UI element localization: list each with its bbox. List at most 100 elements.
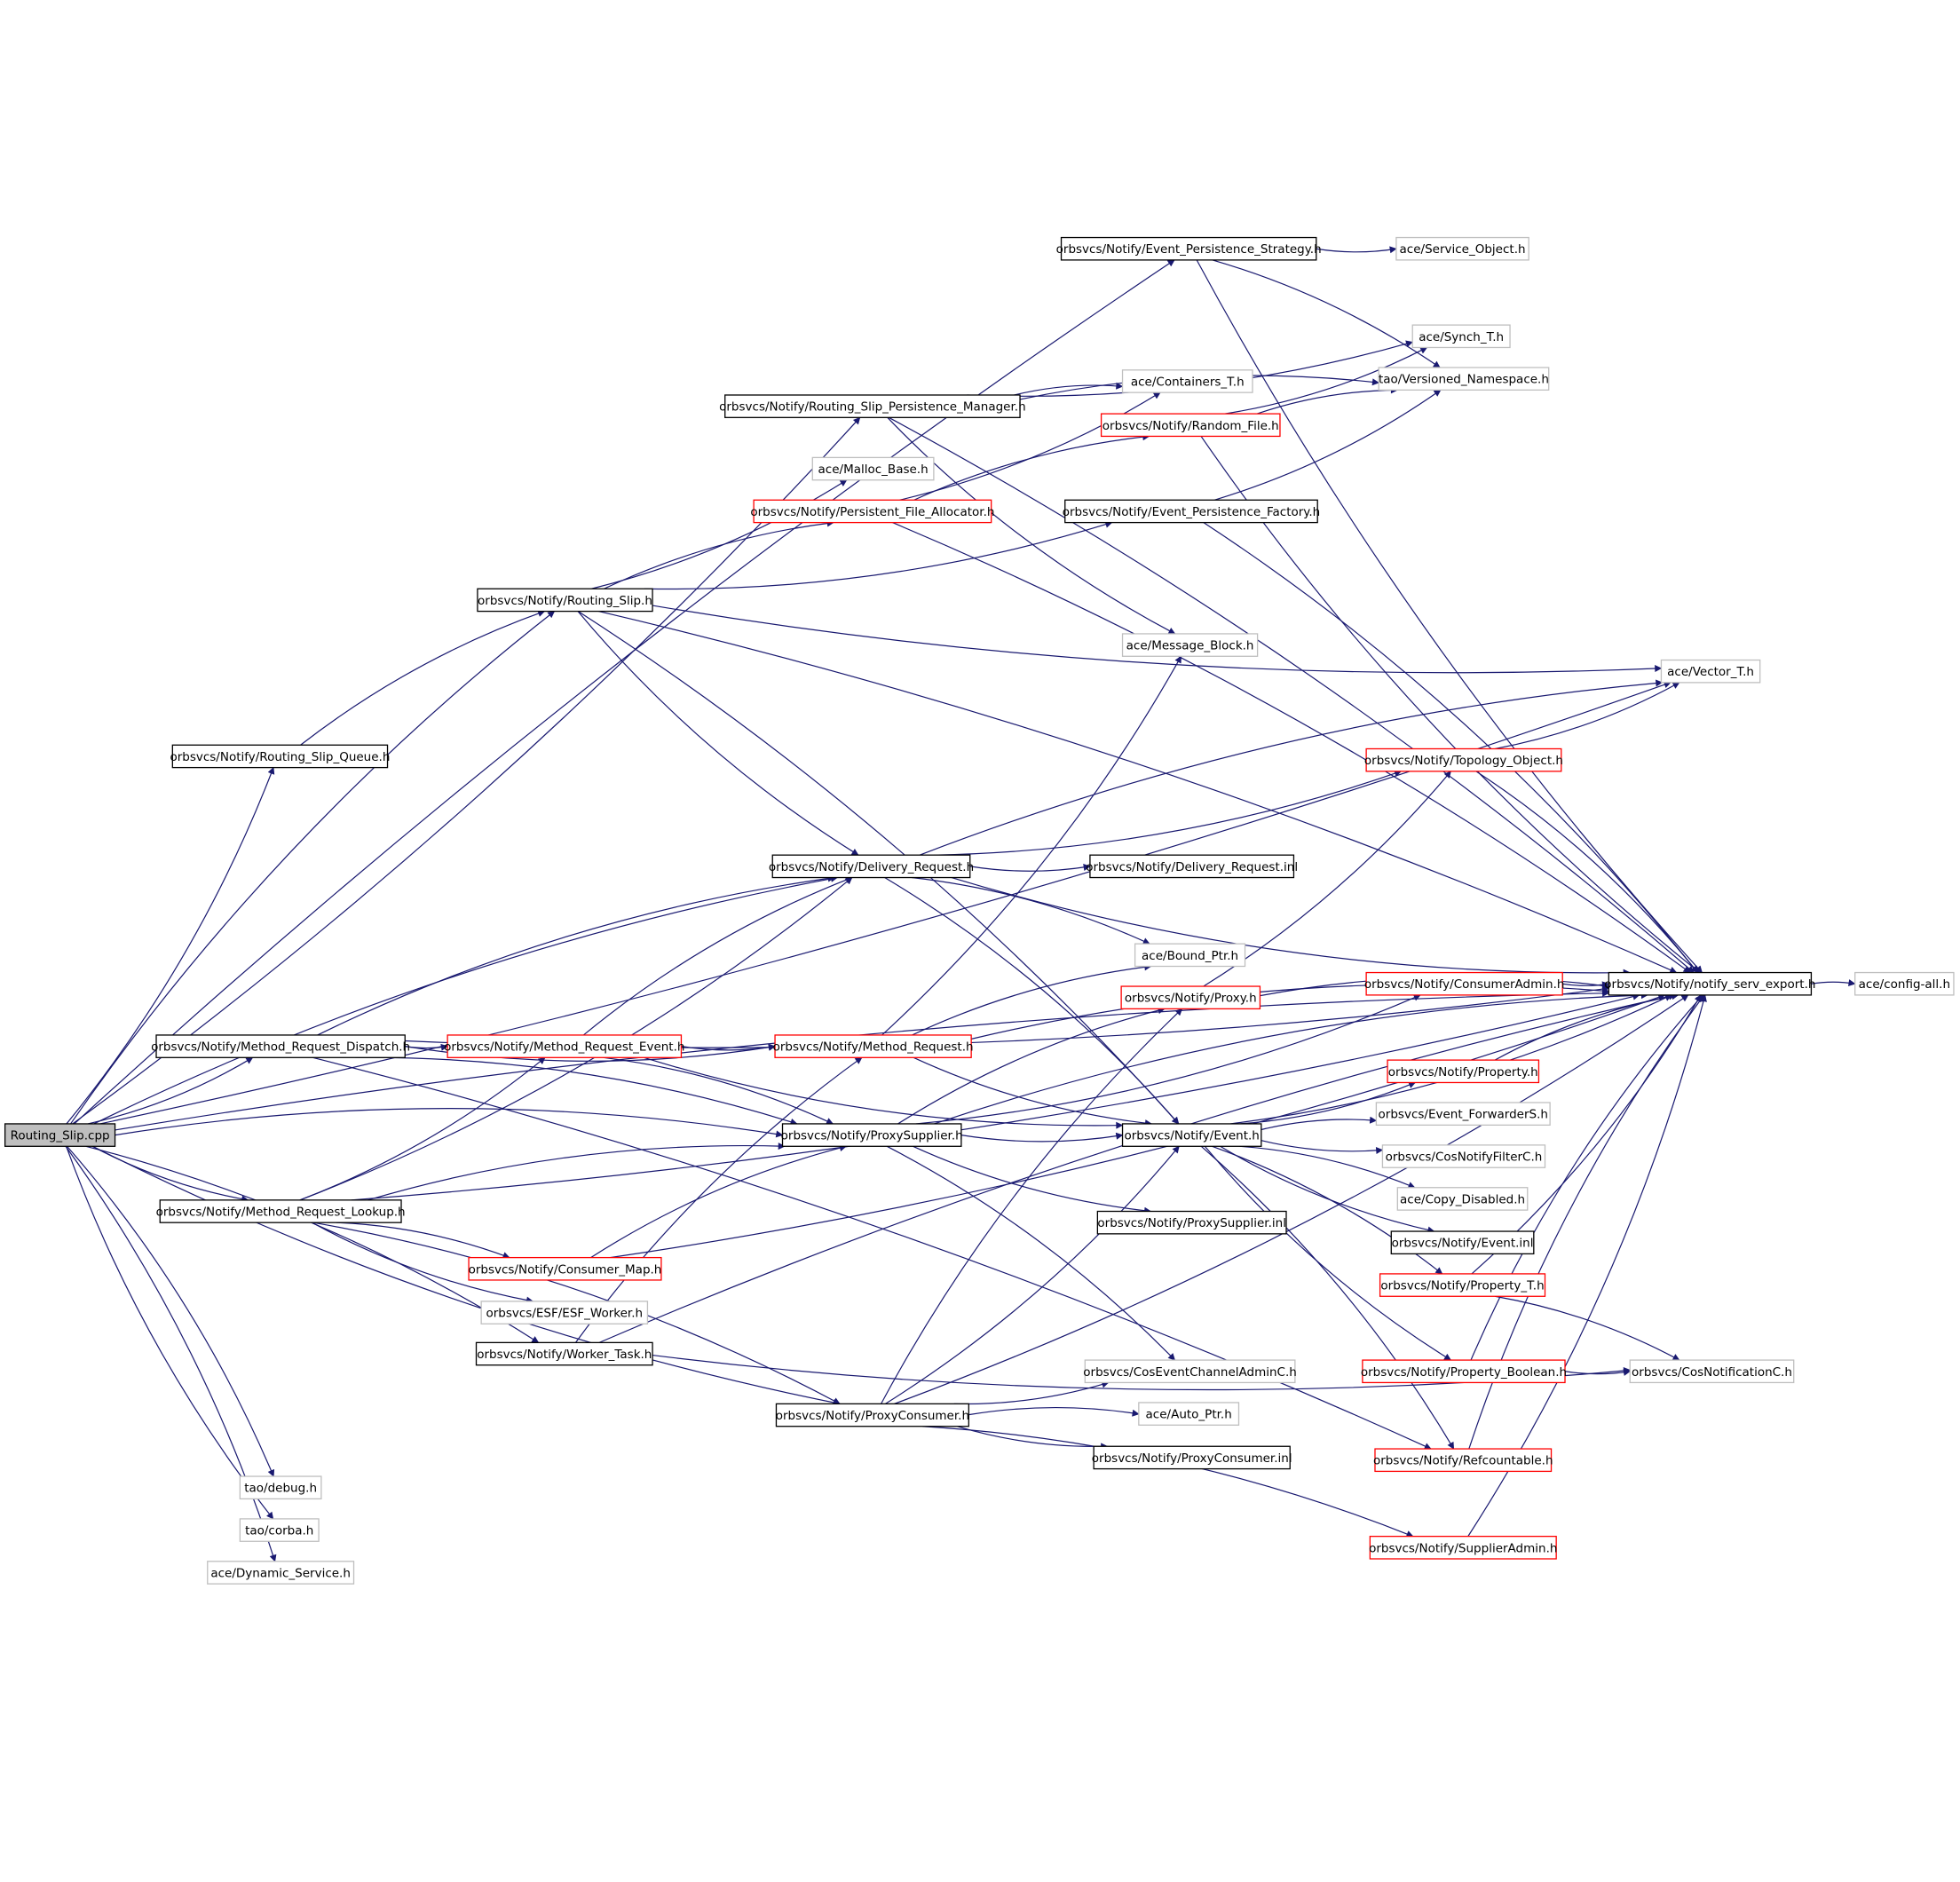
node-box[interactable] <box>724 394 1021 418</box>
node-box[interactable] <box>1365 747 1562 772</box>
node-box[interactable] <box>1060 236 1317 261</box>
node-prop[interactable]: orbsvcs/Notify/Property.h <box>1387 1059 1540 1084</box>
node-rsq[interactable]: orbsvcs/Notify/Routing_Slip_Queue.h <box>170 744 390 769</box>
node-rspm[interactable]: orbsvcs/Notify/Routing_Slip_Persistence_… <box>719 394 1026 418</box>
node-svcobj[interactable]: ace/Service_Object.h <box>1395 236 1529 261</box>
node-eps[interactable]: orbsvcs/Notify/Event_Persistence_Strateg… <box>1056 236 1322 261</box>
node-cnfc[interactable]: orbsvcs/CosNotifyFilterC.h <box>1381 1144 1546 1168</box>
node-box[interactable] <box>1093 1445 1291 1470</box>
node-pc[interactable]: orbsvcs/Notify/ProxyConsumer.h <box>775 1403 969 1427</box>
node-box[interactable] <box>475 1341 653 1366</box>
node-box[interactable] <box>811 456 935 481</box>
node-box[interactable] <box>4 1123 116 1147</box>
node-propt[interactable]: orbsvcs/Notify/Property_T.h <box>1379 1273 1546 1297</box>
node-box[interactable] <box>480 1301 649 1325</box>
node-box[interactable] <box>1121 633 1259 657</box>
node-box[interactable] <box>1854 971 1955 996</box>
node-box[interactable] <box>1381 1144 1546 1168</box>
node-sadmin[interactable]: orbsvcs/Notify/SupplierAdmin.h <box>1369 1535 1557 1560</box>
node-box[interactable] <box>1411 324 1511 349</box>
node-wt[interactable]: orbsvcs/Notify/Worker_Task.h <box>475 1341 653 1366</box>
node-refc[interactable]: orbsvcs/Notify/Refcountable.h <box>1373 1448 1553 1473</box>
node-box[interactable] <box>1629 1359 1795 1384</box>
node-box[interactable] <box>771 854 971 879</box>
node-event[interactable]: orbsvcs/Notify/Event.h <box>1121 1123 1262 1147</box>
node-dynsvc[interactable]: ace/Dynamic_Service.h <box>207 1561 355 1585</box>
node-box[interactable] <box>239 1475 322 1500</box>
node-box[interactable] <box>1378 367 1550 391</box>
node-synch[interactable]: ace/Synch_T.h <box>1411 324 1511 349</box>
node-rs[interactable]: orbsvcs/Notify/Routing_Slip.h <box>477 588 653 613</box>
node-propb[interactable]: orbsvcs/Notify/Property_Boolean.h <box>1361 1359 1567 1384</box>
node-box[interactable] <box>1369 1535 1557 1560</box>
node-box[interactable] <box>781 1123 962 1147</box>
node-malloc[interactable]: ace/Malloc_Base.h <box>811 456 935 481</box>
node-box[interactable] <box>1362 1359 1566 1384</box>
node-box[interactable] <box>1064 499 1318 524</box>
node-psinl[interactable]: orbsvcs/Notify/ProxySupplier.inl <box>1096 1210 1287 1235</box>
node-box[interactable] <box>775 1403 969 1427</box>
node-root[interactable]: Routing_Slip.cpp <box>4 1123 116 1147</box>
node-box[interactable] <box>1387 1059 1540 1084</box>
node-cmap[interactable]: orbsvcs/Notify/Consumer_Map.h <box>468 1256 662 1281</box>
node-esfw[interactable]: orbsvcs/ESF/ESF_Worker.h <box>480 1301 649 1325</box>
node-mrd[interactable]: orbsvcs/Notify/Method_Request_Dispatch.h <box>151 1034 410 1058</box>
node-box[interactable] <box>1084 1359 1296 1384</box>
node-box[interactable] <box>1608 971 1813 996</box>
node-dr[interactable]: orbsvcs/Notify/Delivery_Request.h <box>769 854 974 879</box>
node-box[interactable] <box>774 1034 972 1058</box>
node-nse[interactable]: orbsvcs/Notify/notify_serv_export.h <box>1604 971 1815 996</box>
node-box[interactable] <box>207 1561 355 1585</box>
node-box[interactable] <box>1375 1102 1551 1126</box>
node-randfile[interactable]: orbsvcs/Notify/Random_File.h <box>1100 413 1281 438</box>
node-proxy[interactable]: orbsvcs/Notify/Proxy.h <box>1120 985 1261 1010</box>
node-box[interactable] <box>1134 943 1246 968</box>
node-evinl[interactable]: orbsvcs/Notify/Event.inl <box>1390 1230 1535 1255</box>
node-box[interactable] <box>1379 1273 1546 1297</box>
node-epf[interactable]: orbsvcs/Notify/Event_Persistence_Factory… <box>1063 499 1321 524</box>
node-box[interactable] <box>468 1256 662 1281</box>
node-ps[interactable]: orbsvcs/Notify/ProxySupplier.h <box>781 1123 963 1147</box>
node-versns[interactable]: tao/Versioned_Namespace.h <box>1378 367 1550 391</box>
node-box[interactable] <box>477 588 653 613</box>
node-drinl[interactable]: orbsvcs/Notify/Delivery_Request.inl <box>1086 854 1298 879</box>
node-pfa[interactable]: orbsvcs/Notify/Persistent_File_Allocator… <box>750 499 994 524</box>
node-box[interactable] <box>1396 1187 1529 1211</box>
node-cnc[interactable]: orbsvcs/CosNotificationC.h <box>1629 1359 1795 1384</box>
node-bound[interactable]: ace/Bound_Ptr.h <box>1134 943 1246 968</box>
node-box[interactable] <box>1121 1123 1262 1147</box>
node-box[interactable] <box>1121 369 1253 393</box>
node-mre[interactable]: orbsvcs/Notify/Method_Request_Event.h <box>444 1034 684 1058</box>
node-box[interactable] <box>239 1518 320 1542</box>
node-box[interactable] <box>1390 1230 1535 1255</box>
node-box[interactable] <box>155 1034 406 1058</box>
node-box[interactable] <box>1660 659 1761 684</box>
node-box[interactable] <box>1089 854 1295 879</box>
node-box[interactable] <box>159 1199 402 1223</box>
node-cecac[interactable]: orbsvcs/CosEventChannelAdminC.h <box>1083 1359 1297 1384</box>
node-box[interactable] <box>1120 985 1261 1010</box>
node-topo[interactable]: orbsvcs/Notify/Topology_Object.h <box>1364 747 1563 772</box>
node-box[interactable] <box>171 744 389 769</box>
node-mr[interactable]: orbsvcs/Notify/Method_Request.h <box>773 1034 974 1058</box>
node-corba[interactable]: tao/corba.h <box>239 1518 320 1542</box>
node-box[interactable] <box>447 1034 683 1058</box>
node-autoptr[interactable]: ace/Auto_Ptr.h <box>1138 1402 1240 1426</box>
node-box[interactable] <box>1374 1448 1553 1473</box>
node-box[interactable] <box>1100 413 1281 438</box>
node-copydis[interactable]: ace/Copy_Disabled.h <box>1396 1187 1529 1211</box>
node-box[interactable] <box>1138 1402 1240 1426</box>
node-cfgall[interactable]: ace/config-all.h <box>1854 971 1955 996</box>
node-box[interactable] <box>1395 236 1529 261</box>
node-cont[interactable]: ace/Containers_T.h <box>1121 369 1253 393</box>
node-evfwd[interactable]: orbsvcs/Event_ForwarderS.h <box>1375 1102 1551 1126</box>
node-msgblk[interactable]: ace/Message_Block.h <box>1121 633 1259 657</box>
node-pcinl[interactable]: orbsvcs/Notify/ProxyConsumer.inl <box>1092 1445 1292 1470</box>
node-debug[interactable]: tao/debug.h <box>239 1475 322 1500</box>
node-box[interactable] <box>1096 1210 1287 1235</box>
node-mrl[interactable]: orbsvcs/Notify/Method_Request_Lookup.h <box>156 1199 406 1223</box>
node-vector[interactable]: ace/Vector_T.h <box>1660 659 1761 684</box>
node-cadmin[interactable]: orbsvcs/Notify/ConsumerAdmin.h <box>1364 971 1565 996</box>
node-box[interactable] <box>753 499 992 524</box>
node-box[interactable] <box>1365 971 1563 996</box>
